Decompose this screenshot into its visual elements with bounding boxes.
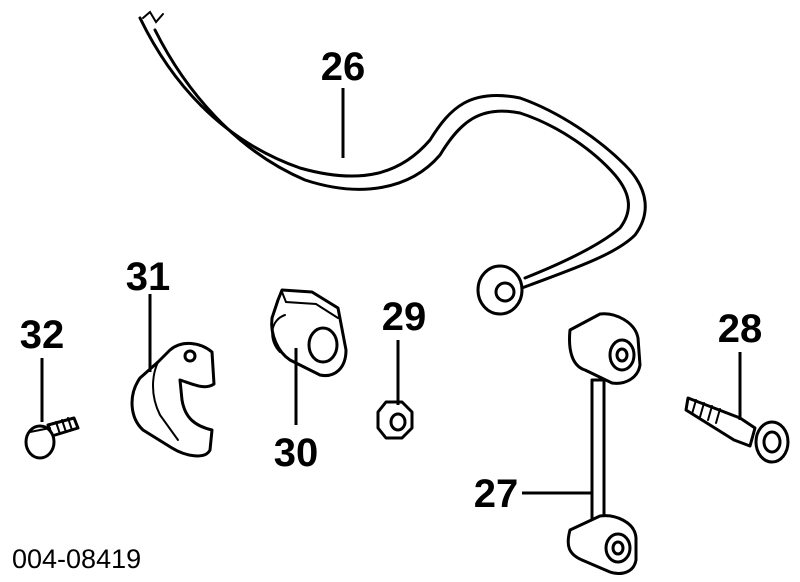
screw-part-32 bbox=[24, 416, 80, 460]
callout-30: 30 bbox=[274, 431, 319, 475]
callout-26: 26 bbox=[321, 45, 366, 89]
callout-31: 31 bbox=[126, 255, 171, 299]
bushing-part-30 bbox=[270, 288, 348, 378]
nut-part-29 bbox=[376, 400, 414, 440]
bolt-part-28 bbox=[684, 396, 790, 464]
callout-28: 28 bbox=[718, 307, 763, 351]
bracket-part-31 bbox=[130, 342, 216, 458]
callout-29: 29 bbox=[382, 295, 427, 339]
callout-32: 32 bbox=[20, 313, 65, 357]
callout-27: 27 bbox=[474, 472, 519, 516]
diagram-code: 004-08419 bbox=[12, 544, 141, 574]
stabilizer-link-part-27 bbox=[566, 312, 642, 575]
stabilizer-bar-part-26 bbox=[138, 10, 647, 316]
